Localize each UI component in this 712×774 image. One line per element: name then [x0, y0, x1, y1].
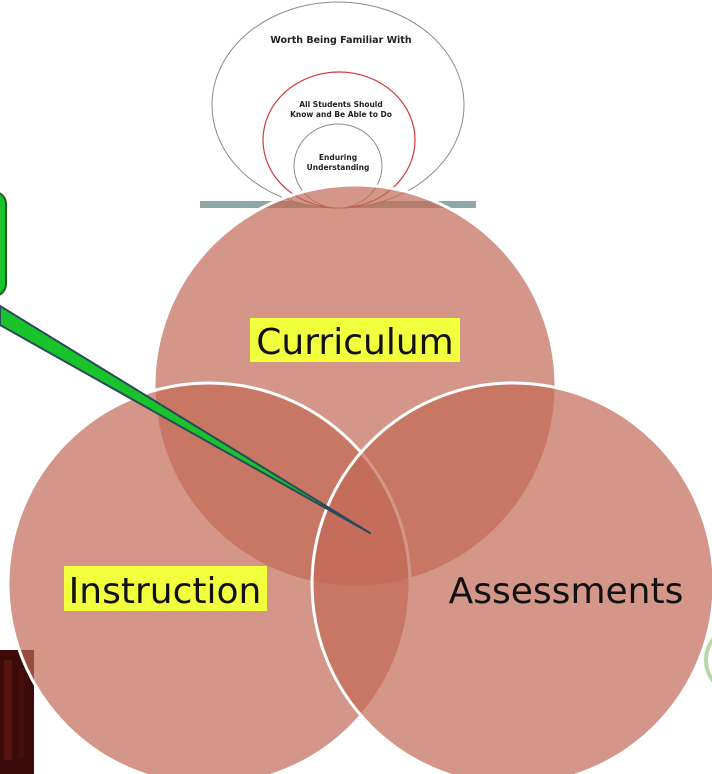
assessments-label: Assessments	[449, 571, 684, 612]
curriculum-label: Curriculum	[256, 322, 453, 363]
instruction-label: Instruction	[69, 571, 262, 612]
nested-circles-diagram: Worth Being Familiar With All Students S…	[211, 1, 465, 209]
curriculum-label-group: Curriculum	[250, 318, 460, 363]
venn-diagram	[6, 183, 712, 774]
inner-circle-label-line1: Enduring	[319, 153, 357, 162]
curriculum-highlight	[250, 318, 460, 362]
middle-circle-label-line2: Know and Be Able to Do	[290, 110, 392, 119]
inner-circle-label-line2: Understanding	[307, 163, 370, 172]
middle-circle-label-line1: All Students Should	[299, 100, 383, 109]
instruction-label-group: Instruction	[64, 566, 267, 612]
outer-circle-label: Worth Being Familiar With	[270, 35, 411, 46]
assessments-circle	[310, 381, 712, 774]
callout-pointer	[0, 305, 371, 534]
instruction-highlight	[64, 566, 267, 611]
partial-green-circle	[704, 637, 712, 683]
callout-box	[0, 192, 7, 296]
assessments-label-group: Assessments	[449, 571, 684, 612]
